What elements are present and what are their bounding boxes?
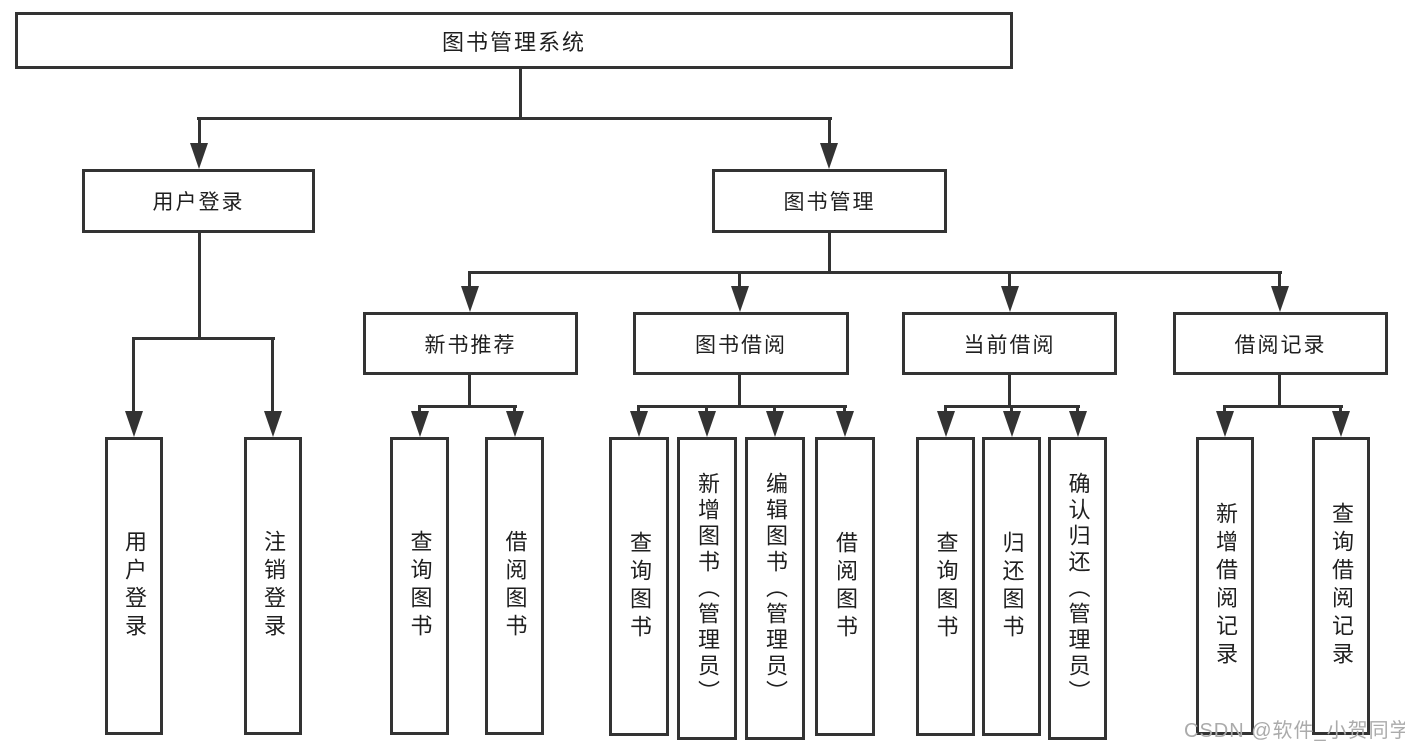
arrow-g3-c4-icon <box>836 411 854 437</box>
connector-g4-c2-line <box>1010 405 1013 414</box>
arrow-book-borrow-icon <box>731 286 749 312</box>
leaf-recommend-query-books: 查询图书 <box>390 437 449 735</box>
leaf-recommend-borrow-books: 借阅图书 <box>485 437 544 735</box>
watermark-text: CSDN @软件_小贺同学 <box>1184 720 1405 742</box>
arrow-book-mgmt-icon <box>820 143 838 169</box>
node-book-management: 图书管理 <box>712 169 947 233</box>
node-new-book-recommend: 新书推荐 <box>363 312 578 375</box>
connector-level1-bar <box>197 117 832 120</box>
connector-new-book-line <box>468 271 471 289</box>
connector-g2-c1-line <box>418 405 421 414</box>
arrow-borrow-record-icon <box>1271 286 1289 312</box>
leaf-add-books-admin: 新增图书（管理员） <box>677 437 737 740</box>
node-book-management-label: 图书管理 <box>783 191 876 214</box>
leaf-edit-books-admin-label: 编辑图书（管理员） <box>763 471 788 706</box>
leaf-add-borrow-record: 新增借阅记录 <box>1196 437 1254 735</box>
leaf-current-query-books-label: 查询图书 <box>933 530 959 643</box>
connector-leaf-login-line <box>132 337 135 414</box>
node-current-borrow-label: 当前借阅 <box>963 333 1056 357</box>
leaf-return-books: 归还图书 <box>982 437 1041 736</box>
arrow-g5-c2-icon <box>1332 411 1350 437</box>
leaf-recommend-query-books-label: 查询图书 <box>407 530 433 642</box>
arrow-g3-c3-icon <box>766 411 784 437</box>
connector-new-book-stub <box>468 375 471 407</box>
leaf-return-books-label: 归还图书 <box>999 530 1025 643</box>
connector-g5-c1-line <box>1223 405 1226 414</box>
arrow-g3-c2-icon <box>698 411 716 437</box>
arrow-leaf-login-icon <box>125 411 143 437</box>
arrow-g3-c1-icon <box>630 411 648 437</box>
connector-user-login-bar <box>133 337 275 340</box>
connector-current-borrow-stub <box>1008 375 1011 407</box>
connector-g5-c2-line <box>1339 405 1342 414</box>
arrow-g2-c1-icon <box>411 411 429 437</box>
connector-book-mgmt-stub <box>828 233 831 274</box>
connector-level2-bar <box>468 271 1282 274</box>
connector-g4-c3-line <box>1076 405 1079 414</box>
arrow-g4-c3-icon <box>1069 411 1087 437</box>
connector-g3-c3-line <box>773 405 776 414</box>
connector-leaf-logout-line <box>271 337 274 414</box>
connector-g3-c1-line <box>637 405 640 414</box>
connector-book-borrow-stub <box>738 375 741 407</box>
connector-user-login-stub <box>198 233 201 339</box>
connector-borrow-record-line <box>1278 271 1281 289</box>
node-borrow-records-label: 借阅记录 <box>1234 333 1327 357</box>
connector-g2-c2-line <box>513 405 516 414</box>
leaf-edit-books-admin: 编辑图书（管理员） <box>745 437 805 740</box>
leaf-user-login-label: 用户登录 <box>122 530 147 642</box>
node-user-login-label: 用户登录 <box>152 191 245 214</box>
leaf-borrow-books: 借阅图书 <box>815 437 875 736</box>
node-root-label: 图书管理系统 <box>441 29 586 55</box>
node-new-book-recommend-label: 新书推荐 <box>424 333 517 357</box>
node-borrow-records: 借阅记录 <box>1173 312 1388 375</box>
leaf-confirm-return-admin-label: 确认归还（管理员） <box>1065 471 1091 706</box>
arrow-current-borrow-icon <box>1001 286 1019 312</box>
leaf-recommend-borrow-books-label: 借阅图书 <box>502 530 528 642</box>
connector-g3-c2-line <box>705 405 708 414</box>
leaf-query-borrow-record: 查询借阅记录 <box>1312 437 1370 735</box>
connector-new-book-bar <box>418 405 517 408</box>
node-root: 图书管理系统 <box>15 12 1013 69</box>
arrow-leaf-logout-icon <box>264 411 282 437</box>
leaf-query-borrow-record-label: 查询借阅记录 <box>1329 502 1354 670</box>
leaf-logout: 注销登录 <box>244 437 302 735</box>
arrow-user-login-icon <box>190 143 208 169</box>
node-book-borrow: 图书借阅 <box>633 312 849 375</box>
node-current-borrow: 当前借阅 <box>902 312 1117 375</box>
leaf-borrow-query-books-label: 查询图书 <box>627 530 652 643</box>
leaf-user-login: 用户登录 <box>105 437 163 735</box>
node-book-borrow-label: 图书借阅 <box>695 333 787 357</box>
connector-borrow-records-stub <box>1278 375 1281 407</box>
connector-g4-c1-line <box>944 405 947 414</box>
arrow-g4-c2-icon <box>1003 411 1021 437</box>
leaf-current-query-books: 查询图书 <box>916 437 975 736</box>
connector-user-login-line <box>198 117 201 146</box>
connector-book-mgmt-line <box>828 117 831 146</box>
node-user-login: 用户登录 <box>82 169 315 233</box>
arrow-new-book-icon <box>461 286 479 312</box>
leaf-logout-label: 注销登录 <box>261 530 286 642</box>
leaf-borrow-books-label: 借阅图书 <box>833 530 858 643</box>
connector-book-borrow-line <box>738 271 741 289</box>
arrow-g4-c1-icon <box>937 411 955 437</box>
arrow-g5-c1-icon <box>1216 411 1234 437</box>
connector-current-borrow-line <box>1008 271 1011 289</box>
connector-g3-c4-line <box>843 405 846 414</box>
connector-book-borrow-bar <box>637 405 847 408</box>
leaf-add-borrow-record-label: 新增借阅记录 <box>1213 502 1238 670</box>
arrow-g2-c2-icon <box>506 411 524 437</box>
leaf-add-books-admin-label: 新增图书（管理员） <box>695 471 720 706</box>
connector-borrow-records-bar <box>1224 405 1343 408</box>
connector-root-stub <box>519 69 522 120</box>
leaf-confirm-return-admin: 确认归还（管理员） <box>1048 437 1107 740</box>
leaf-borrow-query-books: 查询图书 <box>609 437 669 736</box>
